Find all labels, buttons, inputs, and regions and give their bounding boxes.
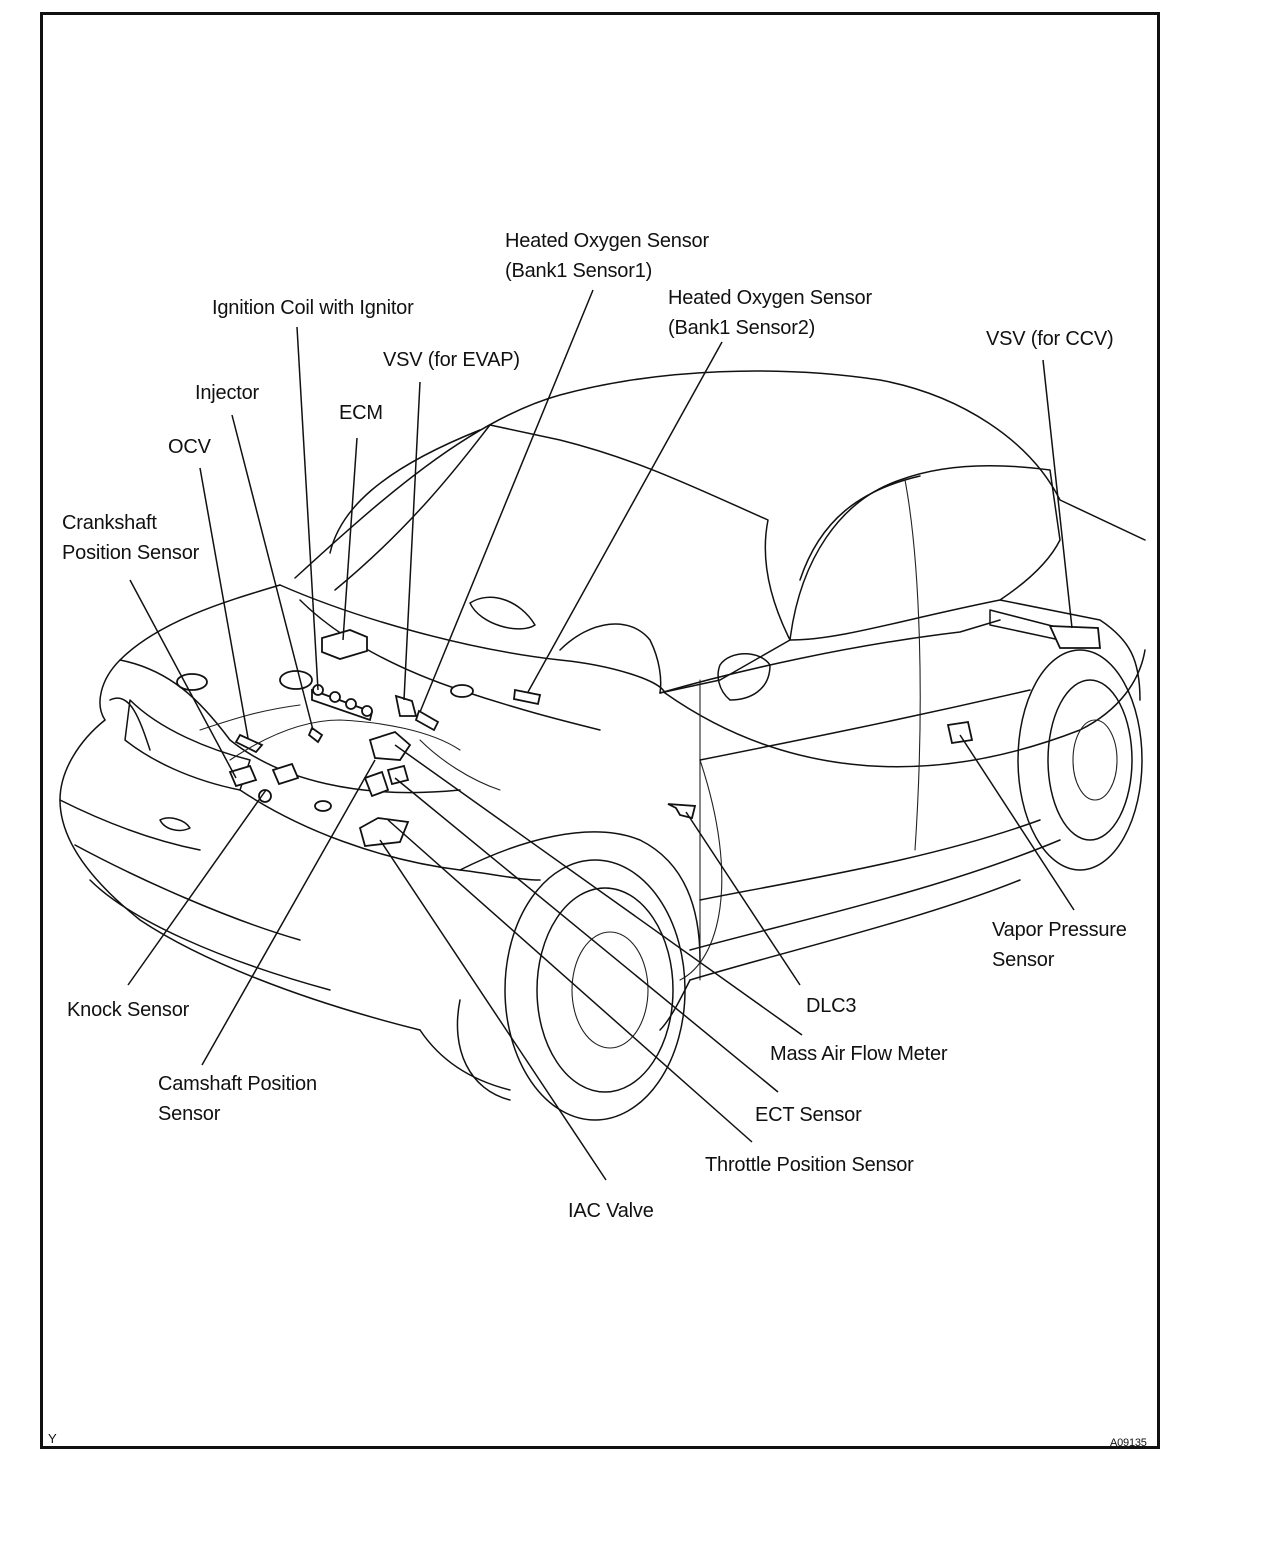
leader-ecm xyxy=(342,437,358,641)
label-vapor-pressure-sensor: Vapor Pressure Sensor xyxy=(992,915,1127,975)
leader-vapor xyxy=(959,734,1075,911)
leader-vsv-ccv xyxy=(1042,359,1073,629)
label-injector: Injector xyxy=(195,382,259,404)
leader-maf xyxy=(394,744,803,1036)
label-ect-sensor: ECT Sensor xyxy=(755,1104,862,1126)
leader-ho2s-b1s1 xyxy=(419,289,594,713)
leader-ect xyxy=(394,777,779,1093)
leader-tps xyxy=(387,819,753,1143)
label-ho2s-b1s2-line1: Heated Oxygen Sensor xyxy=(668,287,872,309)
label-ocv: OCV xyxy=(168,436,211,458)
label-vapor-line2: Sensor xyxy=(992,949,1055,971)
leader-iac xyxy=(379,839,607,1181)
label-dlc3: DLC3 xyxy=(806,995,857,1017)
leader-ocv xyxy=(199,467,249,739)
label-crankshaft-line1: Crankshaft xyxy=(62,512,157,534)
label-vapor-line1: Vapor Pressure xyxy=(992,919,1127,941)
diagram-frame xyxy=(40,12,1160,1449)
leader-crankshaft xyxy=(129,579,237,779)
label-throttle-position-sensor: Throttle Position Sensor xyxy=(705,1154,914,1176)
label-camshaft-position-sensor: Camshaft Position Sensor xyxy=(158,1069,317,1129)
label-camshaft-line2: Sensor xyxy=(158,1103,221,1125)
label-ho2s-b1s2-line2: (Bank1 Sensor2) xyxy=(668,317,816,339)
car-body-outline xyxy=(59,370,1146,1121)
label-camshaft-line1: Camshaft Position xyxy=(158,1073,317,1095)
label-ho2s-b1s1-line2: (Bank1 Sensor1) xyxy=(505,260,653,282)
label-ignition-coil: Ignition Coil with Ignitor xyxy=(212,297,414,319)
label-ho2s-bank1-sensor2: Heated Oxygen Sensor (Bank1 Sensor2) xyxy=(668,283,872,343)
label-crankshaft-line2: Position Sensor xyxy=(62,542,200,564)
leader-camshaft xyxy=(201,759,376,1066)
label-ho2s-b1s1-line1: Heated Oxygen Sensor xyxy=(505,230,709,252)
engine-components xyxy=(176,625,1101,847)
label-vsv-ccv: VSV (for CCV) xyxy=(986,328,1114,350)
leader-knock xyxy=(127,789,267,986)
leader-ho2s-b1s2 xyxy=(527,341,723,693)
leader-dlc3 xyxy=(685,811,801,986)
figure-code: A09135 xyxy=(1110,1437,1147,1449)
label-vsv-evap: VSV (for EVAP) xyxy=(383,349,520,371)
leader-ignition-coil xyxy=(296,326,319,691)
label-crankshaft-position-sensor: Crankshaft Position Sensor xyxy=(62,508,199,568)
label-ho2s-bank1-sensor1: Heated Oxygen Sensor (Bank1 Sensor1) xyxy=(505,226,709,286)
label-mass-air-flow-meter: Mass Air Flow Meter xyxy=(770,1043,948,1065)
leader-vsv-evap xyxy=(403,381,421,701)
label-ecm: ECM xyxy=(339,402,383,424)
leader-lines xyxy=(127,289,1075,1181)
footer-left-mark: Y xyxy=(48,1431,57,1446)
label-iac-valve: IAC Valve xyxy=(568,1200,654,1222)
label-knock-sensor: Knock Sensor xyxy=(67,999,190,1021)
leader-injector xyxy=(231,414,314,731)
